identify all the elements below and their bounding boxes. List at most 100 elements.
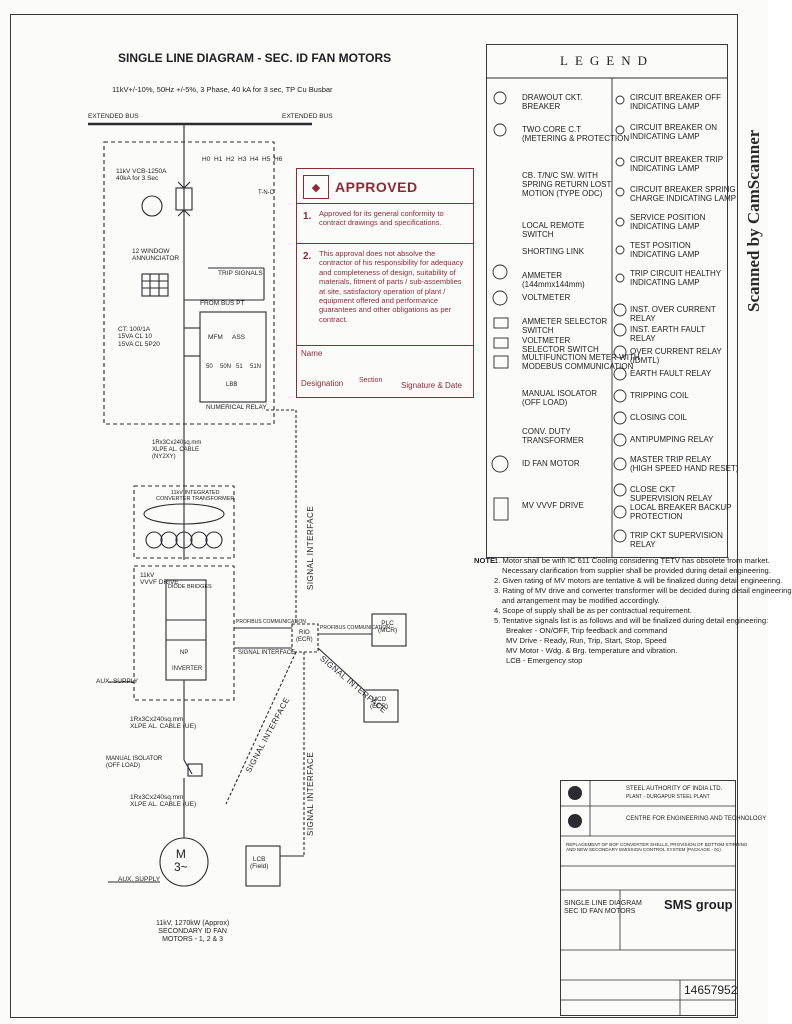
numerical-relay-label: NUMERICAL RELAY bbox=[206, 404, 267, 411]
legend-right-item: EARTH FAULT RELAY bbox=[630, 369, 712, 378]
relay-50n: 50N bbox=[220, 364, 232, 370]
stamp-heading: APPROVED bbox=[335, 179, 418, 195]
lbb-label: LBB bbox=[226, 382, 238, 388]
owner-plant: PLANT - DURGAPUR STEEL PLANT bbox=[626, 794, 710, 800]
note-line: 3. Rating of MV drive and converter tran… bbox=[494, 586, 792, 595]
legend-left-item: LOCAL REMOTE SWITCH bbox=[522, 221, 585, 239]
stamp-signature-label: Signature & Date bbox=[401, 381, 462, 390]
aux-supply-2-label: AUX. SUPPLY bbox=[118, 876, 161, 883]
legend-box: LEGEND bbox=[486, 44, 728, 558]
legend-left-item: TWO CORE C.T (METERING & PROTECTION bbox=[522, 125, 630, 143]
stamp-logo-icon: ◆ bbox=[303, 175, 329, 199]
note-line: MV Drive - Ready, Run, Trip, Start, Stop… bbox=[506, 636, 667, 645]
project-name: REPLACEMENT OF BOF CONVERTER SHELLS, PRO… bbox=[566, 842, 748, 853]
from-bus-pt-label: FROM BUS PT bbox=[200, 300, 245, 307]
motor-caption: 11kV, 1270kW (Approx) SECONDARY ID FAN M… bbox=[156, 920, 230, 944]
lcb-label: LCB (Field) bbox=[250, 856, 269, 871]
vcb-label: 11kV VCB-1250A 40kA for 3 Sec bbox=[116, 168, 167, 183]
rio-label: RIO (ECR) bbox=[296, 630, 313, 643]
extended-bus-left-label: EXTENDED BUS bbox=[88, 113, 139, 120]
drawing-title: SINGLE LINE DIAGRAM - SEC. ID FAN MOTORS bbox=[118, 51, 392, 65]
legend-left-item: CB. T/N/C SW. WITH SPRING RETURN LOST MO… bbox=[522, 171, 612, 198]
mcd-label: MCD (ECR) bbox=[370, 696, 389, 711]
lamp-h4: H4 bbox=[250, 156, 259, 163]
legend-right-item: INST. OVER CURRENT RELAY bbox=[630, 305, 716, 323]
ct-spec-label: CT: 100/1A 15VA CL 10 15VA CL 5P20 bbox=[118, 326, 160, 348]
transformer-label: 11kV INTEGRATED CONVERTER TRANSFORMER bbox=[156, 490, 235, 503]
cable-1-label: 1Rx3Cx240sq.mm XLPE AL. CABLE (NY2XY) bbox=[152, 440, 202, 460]
note-line: Breaker - ON/OFF, Trip feedback and comm… bbox=[506, 626, 668, 635]
manual-isolator-label: MANUAL ISOLATOR (OFF LOAD) bbox=[106, 756, 163, 769]
note-line: 4. Scope of supply shall be as per contr… bbox=[494, 606, 692, 615]
lamp-h1: H1 bbox=[214, 156, 223, 163]
inverter-label: INVERTER bbox=[172, 666, 203, 672]
cable-2-label: 1Rx3Cx240sq.mm XLPE AL. CABLE (UE) bbox=[130, 716, 197, 731]
note-line: Necessary clarification from supplier sh… bbox=[502, 566, 771, 575]
legend-right-item: LOCAL BREAKER BACKUP PROTECTION bbox=[630, 503, 732, 521]
owner-name: STEEL AUTHORITY OF INDIA LTD. bbox=[626, 786, 723, 792]
legend-left-item: AMMETER SELECTOR SWITCH bbox=[522, 317, 608, 335]
ass-label: ASS bbox=[232, 334, 246, 341]
note-line: 5. Tentative signals list is as follows … bbox=[494, 616, 769, 625]
relay-50: 50 bbox=[206, 364, 213, 370]
title-block bbox=[560, 780, 736, 1016]
legend-right-item: CLOSE CKT SUPERVISION RELAY bbox=[630, 485, 713, 503]
aux-supply-1-label: AUX. SUPPLY bbox=[96, 678, 139, 685]
legend-title: LEGEND bbox=[560, 53, 654, 68]
plc-label: PLC (MCR) bbox=[378, 620, 398, 635]
legend-right-item: TRIPPING COIL bbox=[630, 391, 689, 400]
title-block-grid bbox=[560, 780, 736, 1016]
legend-left-item: DRAWOUT CKT. BREAKER bbox=[522, 93, 583, 111]
note-line: and arrangement may be modified accordin… bbox=[502, 596, 660, 605]
note-line: LCB - Emergency stop bbox=[506, 656, 583, 665]
legend-left-item: VOLTMETER bbox=[522, 293, 571, 302]
legend-symbols bbox=[486, 77, 728, 558]
stamp-item-2: This approval does not absolve the contr… bbox=[319, 249, 464, 324]
signal-interface-label: SIGNAL INTERFACE bbox=[238, 650, 296, 656]
mfm-label: MFM bbox=[208, 334, 223, 341]
lamp-h2: H2 bbox=[226, 156, 235, 163]
note-line: MV Motor - Wdg. & Brg. temperature and v… bbox=[506, 646, 678, 655]
cable-3-label: 1Rx3Cx240sq.mm XLPE AL. CABLE (UE) bbox=[130, 794, 197, 809]
annunciator-label: 12 WINDOW ANNUNCIATOR bbox=[132, 248, 180, 263]
lamp-h0: H0 bbox=[202, 156, 211, 163]
scanner-watermark: Scanned by CamScanner bbox=[744, 129, 763, 312]
legend-right-item: ANTIPUMPING RELAY bbox=[630, 435, 714, 444]
supply-spec: 11kV+/-10%, 50Hz +/-5%, 3 Phase, 40 kA f… bbox=[112, 85, 333, 94]
vvvf-drive-label: 11kV VVVF DRIVE bbox=[140, 572, 179, 587]
legend-right-item: TRIP CIRCUIT HEALTHY INDICATING LAMP bbox=[630, 269, 722, 287]
diode-bridges-label: DIODE BRIDGES bbox=[168, 584, 212, 590]
drawing-sheet: SINGLE LINE DIAGRAM - SEC. ID FAN MOTORS… bbox=[10, 14, 792, 1018]
legend-right-item: TEST POSITION INDICATING LAMP bbox=[630, 241, 700, 259]
legend-left-item: CONV. DUTY TRANSFORMER bbox=[522, 427, 584, 445]
extended-bus-right-label: EXTENDED BUS bbox=[282, 113, 333, 120]
legend-right-item: CIRCUIT BREAKER OFF INDICATING LAMP bbox=[630, 93, 721, 111]
legend-right-item: INST. EARTH FAULT RELAY bbox=[630, 325, 706, 343]
legend-left-item: SHORTING LINK bbox=[522, 247, 585, 256]
note-line: 1. Motor shall be with IC 611 Cooling co… bbox=[494, 556, 770, 565]
tnc-label: T-N-C bbox=[258, 190, 274, 196]
sms-group-logo: SMS group bbox=[664, 897, 733, 912]
lamp-h5: H5 bbox=[262, 156, 271, 163]
legend-left-item: ID FAN MOTOR bbox=[522, 459, 580, 468]
legend-right-item: CIRCUIT BREAKER TRIP INDICATING LAMP bbox=[630, 155, 724, 173]
legend-left-item: AMMETER (144mmx144mm) bbox=[522, 271, 585, 289]
note-line: 2. Given rating of MV motors are tentati… bbox=[494, 576, 783, 585]
notes-label: NOTE: bbox=[474, 556, 498, 565]
drawing-number: 14657952 bbox=[684, 983, 738, 997]
legend-right-item: MASTER TRIP RELAY (HIGH SPEED HAND RESET… bbox=[630, 455, 739, 473]
stamp-section-label: Section bbox=[359, 377, 383, 384]
consultant-name: CENTRE FOR ENGINEERING AND TECHNOLOGY bbox=[626, 816, 767, 822]
trip-signals-label: TRIP SIGNALS bbox=[218, 270, 263, 277]
motor-symbol-label: M 3~ bbox=[174, 847, 188, 874]
legend-left-item: VOLTMETER SELECTOR SWITCH bbox=[522, 336, 599, 354]
profibus-label-1: PROFIBUS COMMUNICATION bbox=[236, 619, 306, 625]
legend-right-item: SERVICE POSITION INDICATING LAMP bbox=[630, 213, 706, 231]
legend-right-item: CIRCUIT BREAKER SPRING CHARGE INDICATING… bbox=[630, 185, 737, 203]
legend-right-item: OVER CURRENT RELAY (IDMTL) bbox=[630, 347, 722, 365]
profibus-label-2: PROFIBUS COMMUNICATION bbox=[320, 625, 390, 631]
legend-right-item: TRIP CKT SUPERVISION RELAY bbox=[630, 531, 723, 549]
legend-right-item: CLOSING COIL bbox=[630, 413, 687, 422]
np-label: NP bbox=[180, 650, 189, 656]
approval-stamp: ◆ APPROVED 1. Approved for its general c… bbox=[296, 168, 474, 398]
